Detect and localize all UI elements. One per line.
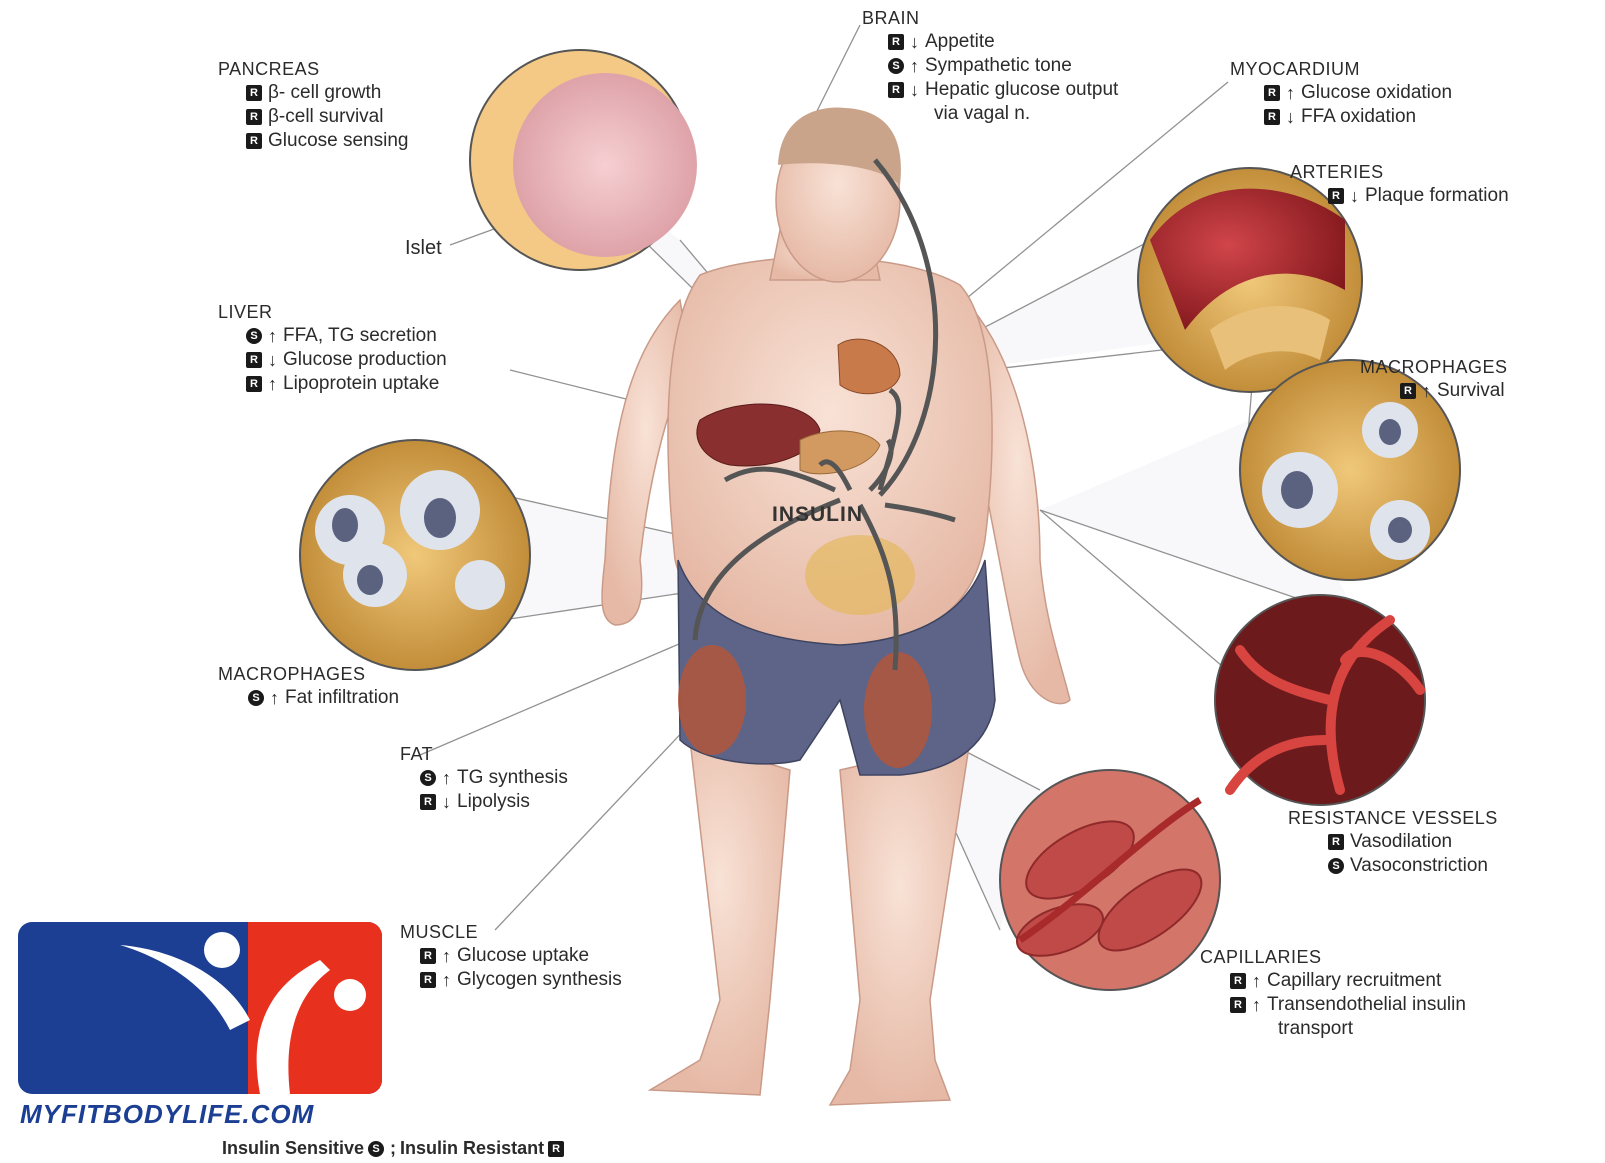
macrophages-left-label: MACROPHAGES S ↑Fat infiltration bbox=[218, 662, 399, 710]
resistant-badge: R bbox=[246, 133, 262, 149]
arteries-title: ARTERIES bbox=[1290, 160, 1509, 184]
liver-title: LIVER bbox=[218, 300, 447, 324]
insulin-label: INSULIN bbox=[772, 503, 863, 527]
pancreas-title: PANCREAS bbox=[218, 57, 408, 81]
fat-label: FAT S ↑TG synthesis R ↓Lipolysis bbox=[400, 742, 568, 814]
down-arrow-icon: ↓ bbox=[910, 78, 919, 102]
up-arrow-icon: ↑ bbox=[442, 766, 451, 790]
capillaries-label: CAPILLARIES R ↑Capillary recruitment R ↑Tr… bbox=[1200, 945, 1466, 1041]
resistant-badge: R bbox=[420, 794, 436, 810]
inset-capillaries bbox=[1000, 770, 1220, 990]
macrophages-title: MACROPHAGES bbox=[218, 662, 399, 686]
legend-resistant-text: Insulin Resistant bbox=[400, 1138, 544, 1159]
down-arrow-icon: ↓ bbox=[910, 30, 919, 54]
up-arrow-icon: ↑ bbox=[270, 686, 279, 710]
brain-item: Sympathetic tone bbox=[925, 54, 1072, 78]
resistant-badge: R bbox=[1328, 188, 1344, 204]
capillaries-item: transport bbox=[1278, 1017, 1353, 1041]
macrophages-title: MACROPHAGES bbox=[1360, 355, 1508, 379]
logo-text: MYFITBODYLIFE.COM bbox=[20, 1099, 314, 1130]
resistance-vessels-title: RESISTANCE VESSELS bbox=[1288, 806, 1498, 830]
sensitive-badge: S bbox=[420, 770, 436, 786]
muscle-label: MUSCLE R ↑Glucose uptake R ↑Glycogen synth… bbox=[400, 920, 622, 992]
up-arrow-icon: ↑ bbox=[1252, 993, 1261, 1017]
up-arrow-icon: ↑ bbox=[268, 324, 277, 348]
up-arrow-icon: ↑ bbox=[910, 54, 919, 78]
down-arrow-icon: ↓ bbox=[442, 790, 451, 814]
capillaries-item: Transendothelial insulin bbox=[1267, 993, 1466, 1017]
macrophages-item: Survival bbox=[1437, 379, 1505, 403]
fat-item: Lipolysis bbox=[457, 790, 530, 814]
pancreas-item: β- cell growth bbox=[268, 81, 381, 105]
brain-title: BRAIN bbox=[862, 6, 1118, 30]
islet-label: Islet bbox=[405, 237, 442, 260]
liver-item: Glucose production bbox=[283, 348, 447, 372]
resistant-badge: R bbox=[420, 948, 436, 964]
brain-item: via vagal n. bbox=[934, 102, 1030, 126]
up-arrow-icon: ↑ bbox=[268, 372, 277, 396]
resistance-vessels-item: Vasoconstriction bbox=[1350, 854, 1488, 878]
myocardium-title: MYOCARDIUM bbox=[1230, 57, 1452, 81]
sensitive-badge: S bbox=[368, 1141, 384, 1157]
pancreas-item: Glucose sensing bbox=[268, 129, 408, 153]
resistant-badge: R bbox=[246, 109, 262, 125]
liver-item: Lipoprotein uptake bbox=[283, 372, 439, 396]
resistant-badge: R bbox=[1264, 109, 1280, 125]
up-arrow-icon: ↑ bbox=[1252, 969, 1261, 993]
site-logo bbox=[18, 922, 382, 1094]
pancreas-item: β-cell survival bbox=[268, 105, 383, 129]
myocardium-item: Glucose oxidation bbox=[1301, 81, 1452, 105]
down-arrow-icon: ↓ bbox=[1350, 184, 1359, 208]
resistant-badge: R bbox=[888, 34, 904, 50]
fat-title: FAT bbox=[400, 742, 568, 766]
myocardium-label: MYOCARDIUM R ↑Glucose oxidation R ↓FFA oxi… bbox=[1230, 57, 1452, 129]
arteries-item: Plaque formation bbox=[1365, 184, 1509, 208]
muscle-item: Glucose uptake bbox=[457, 944, 589, 968]
up-arrow-icon: ↑ bbox=[442, 944, 451, 968]
legend: Insulin Sensitive S ; Insulin Resistant … bbox=[222, 1138, 566, 1159]
legend-sensitive-text: Insulin Sensitive bbox=[222, 1138, 364, 1159]
resistance-vessels-item: Vasodilation bbox=[1350, 830, 1452, 854]
up-arrow-icon: ↑ bbox=[1422, 379, 1431, 403]
resistant-badge: R bbox=[420, 972, 436, 988]
resistant-badge: R bbox=[1264, 85, 1280, 101]
down-arrow-icon: ↓ bbox=[268, 348, 277, 372]
inset-macrophages-left bbox=[300, 440, 530, 670]
fat-item: TG synthesis bbox=[457, 766, 568, 790]
sensitive-badge: S bbox=[1328, 858, 1344, 874]
resistant-badge: R bbox=[1400, 383, 1416, 399]
sensitive-badge: S bbox=[246, 328, 262, 344]
resistant-badge: R bbox=[1230, 973, 1246, 989]
legend-separator: ; bbox=[390, 1138, 396, 1159]
myocardium-item: FFA oxidation bbox=[1301, 105, 1416, 129]
sensitive-badge: S bbox=[248, 690, 264, 706]
liver-item: FFA, TG secretion bbox=[283, 324, 437, 348]
capillaries-item: Capillary recruitment bbox=[1267, 969, 1441, 993]
resistant-badge: R bbox=[1230, 997, 1246, 1013]
up-arrow-icon: ↑ bbox=[1286, 81, 1295, 105]
resistant-badge: R bbox=[888, 82, 904, 98]
capillaries-title: CAPILLARIES bbox=[1200, 945, 1466, 969]
up-arrow-icon: ↑ bbox=[442, 968, 451, 992]
brain-item: Appetite bbox=[925, 30, 995, 54]
macrophages-right-label: MACROPHAGES R ↑Survival bbox=[1360, 355, 1508, 403]
inset-resistance-vessels bbox=[1215, 595, 1425, 805]
resistant-badge: R bbox=[246, 352, 262, 368]
resistant-badge: R bbox=[1328, 834, 1344, 850]
resistant-badge: R bbox=[548, 1141, 564, 1157]
muscle-item: Glycogen synthesis bbox=[457, 968, 622, 992]
resistant-badge: R bbox=[246, 376, 262, 392]
down-arrow-icon: ↓ bbox=[1286, 105, 1295, 129]
arteries-label: ARTERIES R ↓Plaque formation bbox=[1290, 160, 1509, 208]
brain-label: BRAIN R ↓Appetite S ↑Sympathetic tone R ↓He… bbox=[862, 6, 1118, 126]
sensitive-badge: S bbox=[888, 58, 904, 74]
macrophages-item: Fat infiltration bbox=[285, 686, 399, 710]
muscle-title: MUSCLE bbox=[400, 920, 622, 944]
resistance-vessels-label: RESISTANCE VESSELS R Vasodilation S Vasoco… bbox=[1288, 806, 1498, 878]
brain-item: Hepatic glucose output bbox=[925, 78, 1118, 102]
liver-label: LIVER S ↑FFA, TG secretion R ↓Glucose prod… bbox=[218, 300, 447, 396]
resistant-badge: R bbox=[246, 85, 262, 101]
